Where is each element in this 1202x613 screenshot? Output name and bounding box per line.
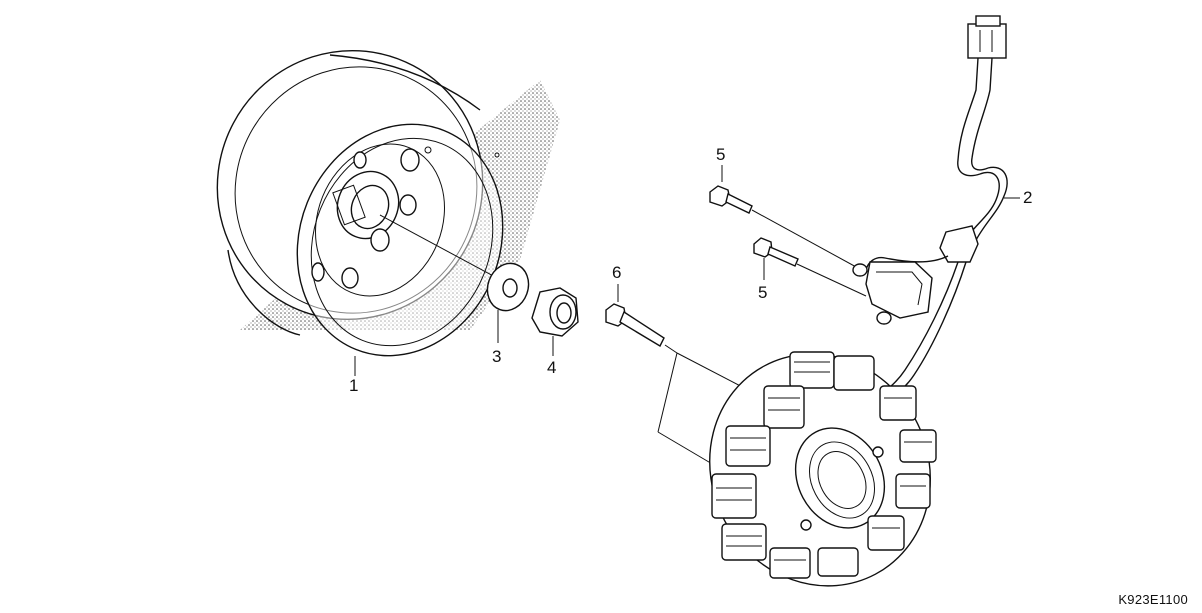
stator-coil-assembly: [709, 351, 937, 587]
assembly-axis-line: [379, 214, 511, 286]
callout-3: 3: [492, 347, 501, 366]
callout-5-upper: 5: [716, 145, 725, 164]
callout-1: 1: [349, 376, 358, 395]
washer: [486, 262, 530, 343]
flange-nut: [531, 287, 579, 356]
screw-lower: [753, 237, 867, 297]
flywheel-rotor: [216, 49, 560, 376]
pulse-generator: [852, 261, 933, 325]
stator-bolt: [605, 284, 753, 479]
screw-upper: [709, 165, 859, 269]
callout-4: 4: [547, 358, 556, 377]
callout-5-lower: 5: [758, 283, 767, 302]
diagram-code: K923E1100: [1118, 592, 1188, 607]
wiring-harness: [865, 15, 1020, 405]
callout-6: 6: [612, 263, 621, 282]
callout-2: 2: [1023, 188, 1032, 207]
